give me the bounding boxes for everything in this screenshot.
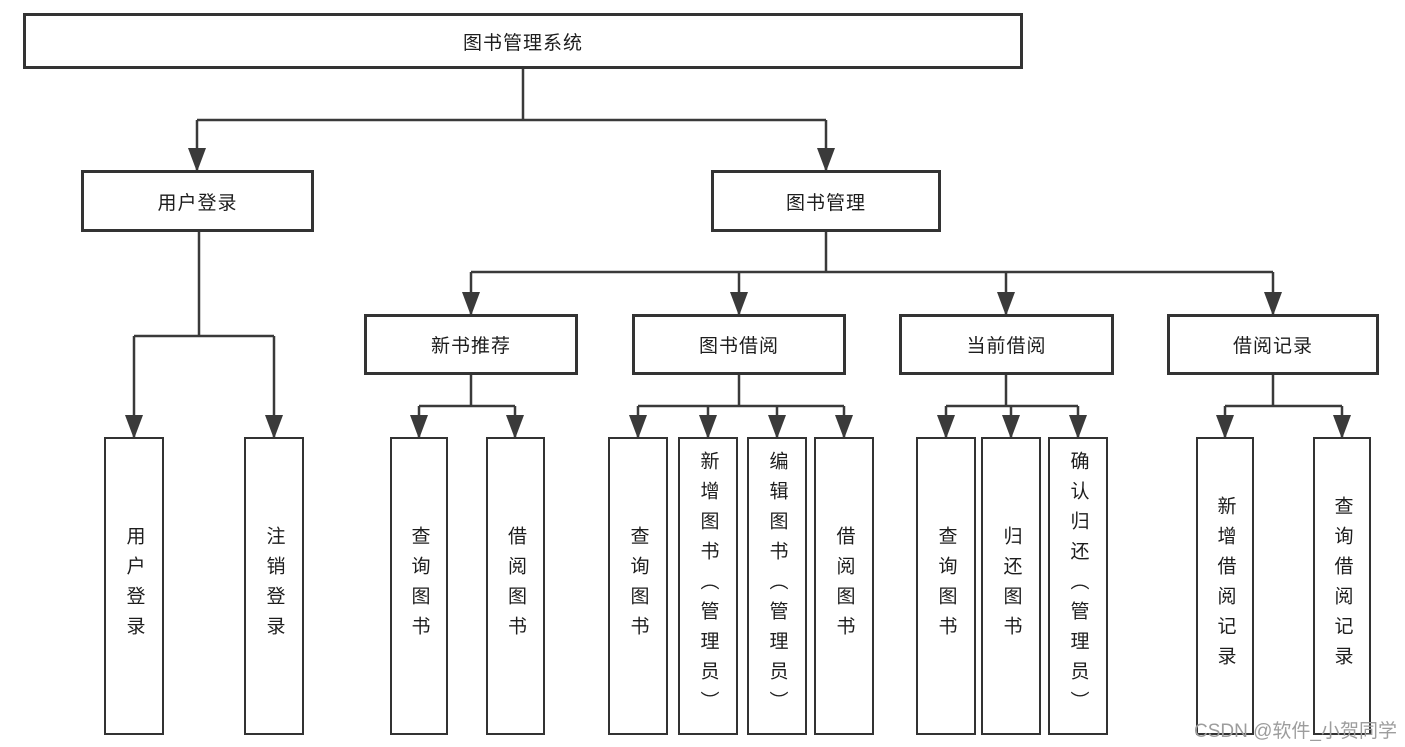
node-root-label: 图书管理系统 bbox=[462, 32, 583, 54]
csdn-watermark: CSDN @软件_小贺同学 bbox=[1194, 721, 1397, 742]
connector-path bbox=[132, 69, 1344, 439]
leaf-bookborrow-add-label: 新增图书（管理员） bbox=[697, 451, 719, 721]
leaf-current-query: 查询图书 bbox=[916, 437, 976, 735]
leaf-newbook-query-label: 查询图书 bbox=[408, 526, 430, 646]
node-new-book-recommend-label: 新书推荐 bbox=[430, 336, 511, 357]
leaf-logout-label: 注销登录 bbox=[263, 526, 285, 646]
node-book-management: 图书管理 bbox=[711, 170, 941, 232]
leaf-bookborrow-edit-label: 编辑图书（管理员） bbox=[766, 451, 788, 721]
node-borrow-records: 借阅记录 bbox=[1167, 314, 1379, 375]
leaf-current-query-label: 查询图书 bbox=[935, 526, 957, 646]
node-root: 图书管理系统 bbox=[23, 13, 1023, 69]
leaf-user-login-label: 用户登录 bbox=[123, 526, 145, 646]
leaf-records-add-label: 新增借阅记录 bbox=[1214, 496, 1236, 676]
leaf-newbook-query: 查询图书 bbox=[390, 437, 448, 735]
leaf-records-query-label: 查询借阅记录 bbox=[1331, 496, 1353, 676]
leaf-user-login: 用户登录 bbox=[104, 437, 164, 735]
node-new-book-recommend: 新书推荐 bbox=[364, 314, 578, 375]
node-book-borrow: 图书借阅 bbox=[632, 314, 846, 375]
node-book-borrow-label: 图书借阅 bbox=[698, 336, 779, 357]
node-user-login-label: 用户登录 bbox=[157, 192, 238, 214]
node-current-borrow-label: 当前借阅 bbox=[966, 336, 1047, 357]
node-user-login: 用户登录 bbox=[81, 170, 314, 232]
node-current-borrow: 当前借阅 bbox=[899, 314, 1114, 375]
leaf-bookborrow-edit: 编辑图书（管理员） bbox=[747, 437, 807, 735]
leaf-newbook-borrow: 借阅图书 bbox=[486, 437, 545, 735]
leaf-bookborrow-add: 新增图书（管理员） bbox=[678, 437, 738, 735]
leaf-records-query: 查询借阅记录 bbox=[1313, 437, 1371, 735]
leaf-current-confirm-label: 确认归还（管理员） bbox=[1067, 451, 1089, 721]
leaf-logout: 注销登录 bbox=[244, 437, 304, 735]
leaf-bookborrow-borrow-label: 借阅图书 bbox=[833, 526, 855, 646]
leaf-bookborrow-query-label: 查询图书 bbox=[627, 526, 649, 646]
leaf-current-return-label: 归还图书 bbox=[1000, 526, 1022, 646]
leaf-records-add: 新增借阅记录 bbox=[1196, 437, 1254, 735]
leaf-current-return: 归还图书 bbox=[981, 437, 1041, 735]
leaf-bookborrow-borrow: 借阅图书 bbox=[814, 437, 874, 735]
node-borrow-records-label: 借阅记录 bbox=[1232, 336, 1313, 357]
leaf-current-confirm: 确认归还（管理员） bbox=[1048, 437, 1108, 735]
leaf-newbook-borrow-label: 借阅图书 bbox=[505, 526, 526, 646]
arrowheads bbox=[125, 148, 1351, 439]
leaf-bookborrow-query: 查询图书 bbox=[608, 437, 668, 735]
node-book-management-label: 图书管理 bbox=[785, 192, 866, 214]
